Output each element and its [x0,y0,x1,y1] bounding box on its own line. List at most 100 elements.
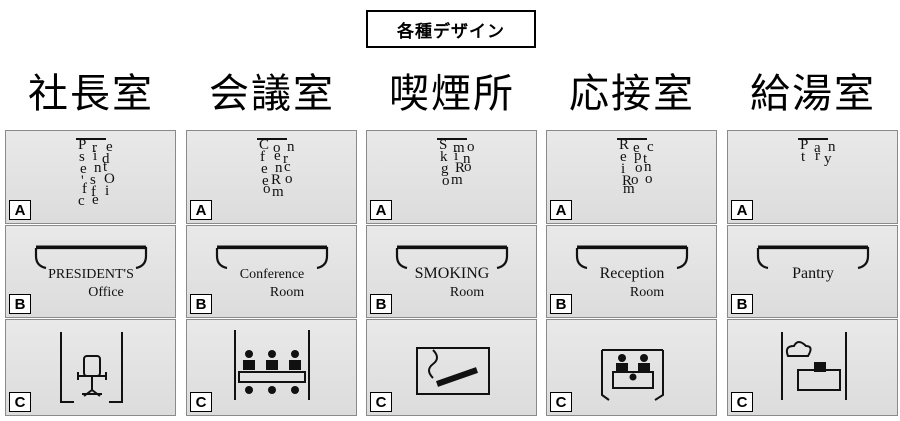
svg-text:n: n [463,151,471,167]
band-sign-line1: Conference [240,267,305,282]
band-sign-line2: Office [88,285,124,300]
svg-text:e: e [92,192,99,208]
svg-text:c: c [78,193,85,209]
svg-text:R: R [271,172,281,188]
variant-badge: C [370,392,392,412]
band-sign-line1: SMOKING [415,265,490,282]
svg-text:m: m [623,181,635,197]
svg-text:m: m [451,172,463,188]
svg-text:t: t [801,149,806,165]
svg-text:e: e [274,148,281,164]
room-heading: 喫煙所 [389,71,515,117]
svg-text:o: o [442,173,450,189]
svg-text:r: r [92,140,97,156]
svg-text:m: m [453,140,465,156]
band-sign-line2: Room [630,285,664,300]
svg-text:r: r [815,148,820,164]
svg-text:e: e [80,161,87,177]
design-panel-c: C [186,319,357,416]
design-panel-c: C [366,319,537,416]
svg-text:e: e [262,173,269,189]
svg-text:a: a [814,140,821,156]
svg-text:n: n [828,139,836,155]
svg-text:P: P [78,137,86,153]
variant-badge: A [190,200,212,220]
svg-text:k: k [440,149,448,165]
svg-text:o: o [285,171,293,187]
svg-text:n: n [275,160,283,176]
svg-text:i: i [93,148,97,164]
svg-text:c: c [647,139,654,155]
band-sign-line2: Room [450,285,484,300]
band-sign: Pantry [756,245,870,282]
svg-text:R: R [455,160,465,176]
svg-text:o: o [635,160,643,176]
svg-text:o: o [631,172,639,188]
svg-text:g: g [441,161,449,177]
svg-text:R: R [619,137,629,153]
variant-badge: A [9,200,31,220]
svg-text:e: e [106,139,113,155]
design-panel-c: C [5,319,176,416]
svg-text:S: S [439,137,447,153]
svg-text:e: e [620,149,627,165]
svg-text:s: s [79,149,85,165]
svg-text:f: f [91,184,96,200]
svg-text:i: i [105,183,109,199]
svg-text:C: C [259,137,269,153]
svg-text:f: f [82,181,87,197]
svg-text:o: o [645,171,653,187]
room-heading: 給湯室 [750,71,876,117]
svg-text:p: p [634,148,642,164]
cigarette-smoke-icon [416,347,490,395]
page-title: 各種デザイン [366,10,536,48]
svg-text:e: e [633,140,640,156]
svg-text:f: f [260,149,265,165]
variant-badge: C [9,392,31,412]
band-sign: SMOKING Room [395,245,509,300]
room-heading: 会議室 [209,71,335,117]
svg-text:n: n [644,159,652,175]
band-sign-line1: Reception [600,265,665,282]
band-sign-line2: Room [270,285,304,300]
variant-badge: A [370,200,392,220]
variant-badge: C [731,392,753,412]
variant-badge: B [190,294,212,314]
svg-text:i: i [621,161,625,177]
svg-text:c: c [284,159,291,175]
design-panel-c: C [546,319,717,416]
svg-text:O: O [104,171,115,187]
svg-text:R: R [622,173,632,189]
executive-chair-icon [60,332,123,403]
meeting-table-icon [234,330,310,400]
variant-badge: B [731,294,753,314]
variant-badge: B [9,294,31,314]
svg-text:t: t [103,159,108,175]
svg-text:o: o [464,159,472,175]
svg-text:y: y [824,151,832,167]
variant-badge: C [550,392,572,412]
svg-text:n: n [94,160,102,176]
svg-text:P: P [800,137,808,153]
svg-text:o: o [273,140,281,156]
variant-badge: B [550,294,572,314]
svg-text:m: m [272,184,284,200]
reception-sofa-icon [601,349,664,401]
